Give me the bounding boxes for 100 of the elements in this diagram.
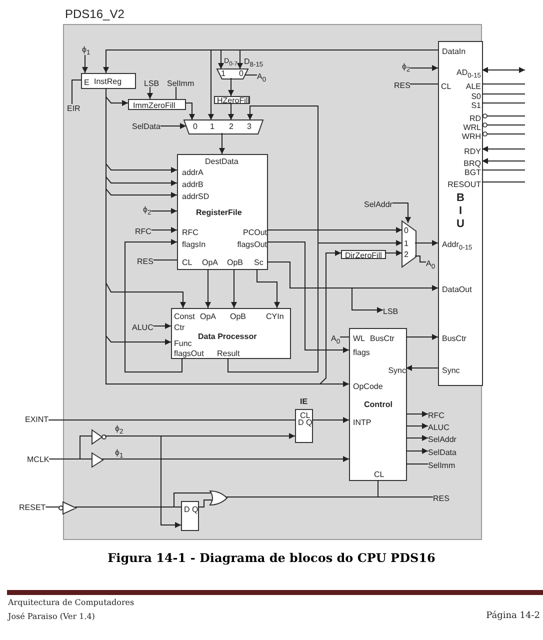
connector-line bbox=[45, 506, 60, 508]
connector-arrow bbox=[266, 242, 350, 353]
port-label: flags bbox=[353, 348, 370, 357]
connector-arrow bbox=[104, 436, 182, 528]
block-title: DirZeroFill bbox=[345, 251, 382, 260]
signal-line bbox=[482, 132, 526, 136]
block-title: Control bbox=[364, 400, 392, 409]
input-label: 0 bbox=[239, 69, 244, 78]
block-title: InstReg bbox=[94, 77, 122, 86]
connector-arrow bbox=[406, 334, 438, 340]
input-label: 1 bbox=[221, 69, 226, 78]
connector-line bbox=[244, 74, 258, 76]
port-label: E bbox=[84, 78, 90, 87]
connector-arrow bbox=[150, 208, 178, 214]
flip-flop bbox=[181, 501, 199, 531]
pin-label: WRH bbox=[462, 132, 481, 141]
signal-label: SelData bbox=[428, 448, 456, 457]
pin-label: BRQ bbox=[464, 159, 481, 168]
port-label: PCOut bbox=[242, 228, 267, 237]
input-label: 0 bbox=[193, 122, 198, 131]
connector-arrow bbox=[312, 417, 350, 423]
input-label: 1 bbox=[210, 122, 214, 131]
connector-arrow bbox=[152, 323, 172, 329]
port-label: OpA bbox=[200, 312, 216, 321]
connector-arrow bbox=[406, 435, 428, 441]
signal-label: A$_{0}$ bbox=[331, 334, 340, 347]
signal-double-arrow bbox=[482, 67, 526, 73]
multiplexer bbox=[184, 120, 263, 134]
pin-label: RDY bbox=[464, 147, 481, 156]
connector-arrow bbox=[208, 50, 438, 120]
connector-arrow bbox=[228, 78, 234, 96]
port-label: Sync bbox=[442, 366, 460, 375]
port-label: WL bbox=[353, 334, 365, 343]
connector-arrow bbox=[147, 86, 153, 100]
signal-label: D$_{8-15}$ bbox=[244, 57, 264, 70]
control-unit-block bbox=[349, 328, 407, 481]
port-label: Sync bbox=[388, 366, 406, 375]
port-label: CL bbox=[374, 470, 384, 479]
connector-arrow bbox=[406, 365, 438, 371]
input-label: 2 bbox=[229, 122, 234, 131]
connector-arrow bbox=[406, 423, 428, 429]
connector-arrow bbox=[414, 240, 438, 246]
pin-label: ALE bbox=[466, 82, 481, 91]
multiplexer bbox=[402, 221, 416, 267]
signal-label: RFC bbox=[428, 411, 444, 420]
input-label: 3 bbox=[247, 122, 252, 131]
bus-interface-block bbox=[438, 41, 483, 386]
connector-arrow bbox=[406, 411, 428, 417]
connector-line bbox=[198, 500, 212, 508]
connector-arrow bbox=[384, 250, 402, 256]
port-label: flagsIn bbox=[182, 240, 206, 249]
port-label: OpA bbox=[202, 258, 218, 267]
port-label: D bbox=[184, 505, 190, 514]
signal-label: A$_{0}$ bbox=[426, 259, 436, 272]
signal-label: LSB bbox=[144, 79, 160, 88]
block-title: B I U bbox=[456, 192, 465, 231]
port-label: flagsOut bbox=[237, 240, 267, 249]
connector-arrow bbox=[102, 456, 350, 462]
port-label: Func bbox=[174, 339, 192, 348]
port-label: RFC bbox=[182, 228, 198, 237]
connector-arrow bbox=[256, 268, 280, 308]
signal-line bbox=[482, 102, 526, 104]
connector-line bbox=[74, 492, 212, 508]
input-label: 2 bbox=[404, 250, 408, 259]
connector-line bbox=[414, 256, 426, 262]
signal-label: EXINT bbox=[25, 415, 49, 424]
signal-label: SelAddr bbox=[364, 200, 392, 209]
connector-arrow bbox=[406, 448, 428, 454]
connector-arrow bbox=[228, 240, 402, 372]
signal-label: EIR bbox=[67, 104, 80, 113]
port-label: CL bbox=[300, 411, 310, 420]
port-label: Ctr bbox=[174, 323, 185, 332]
connector-arrow bbox=[124, 239, 182, 372]
port-label: DataOut bbox=[442, 285, 472, 294]
data-processor-block bbox=[171, 308, 291, 359]
port-label: Addr$_{0-15}$ bbox=[442, 240, 472, 253]
port-label: DataIn bbox=[442, 47, 466, 56]
pin-label: RD bbox=[469, 114, 481, 123]
signal-label: ϕ$_{1}$ bbox=[115, 448, 124, 461]
connector-arrow bbox=[219, 132, 225, 154]
pin-label: S1 bbox=[471, 101, 481, 110]
signal-label: ALUC bbox=[132, 323, 154, 332]
fill-block bbox=[214, 96, 250, 104]
connector-line bbox=[226, 496, 434, 498]
signal-label: ϕ$_{2}$ bbox=[402, 62, 410, 75]
port-label: OpB bbox=[230, 312, 246, 321]
connector-arrow bbox=[392, 202, 411, 224]
signal-label: ALUC bbox=[428, 423, 450, 432]
signal-label: RES bbox=[394, 81, 410, 90]
signal-arrow bbox=[482, 158, 526, 164]
connector-arrow bbox=[266, 262, 384, 313]
block-title: IE bbox=[300, 397, 308, 406]
signal-label: RESET bbox=[19, 503, 46, 512]
port-label: BusCtr bbox=[442, 334, 466, 343]
input-label: 0 bbox=[404, 226, 408, 235]
port-label: CL bbox=[182, 258, 192, 267]
connector-line bbox=[72, 80, 82, 104]
block-title: Data Processor bbox=[198, 332, 257, 341]
connector-line bbox=[340, 336, 350, 338]
port-label: Sc bbox=[254, 258, 264, 267]
